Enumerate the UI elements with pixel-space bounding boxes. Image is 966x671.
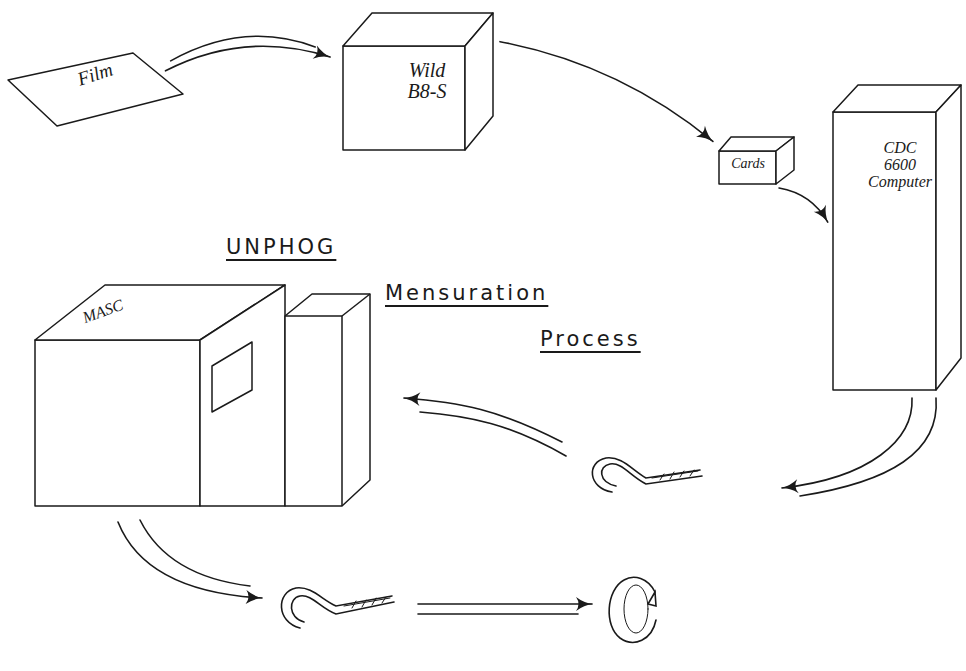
flow-arrow (779, 188, 828, 222)
flow-arrow (140, 520, 250, 586)
flow-arrow (782, 398, 912, 488)
node-label: CDC 6600 Computer (866, 140, 934, 190)
film-sheet: Film (5, 50, 187, 130)
tape-reel-strip (281, 588, 394, 628)
flow-arrow-line (166, 46, 331, 71)
flow-arrow (418, 613, 578, 615)
flow-arrow (166, 36, 331, 71)
flow-arrow-line (500, 42, 713, 142)
flow-arrow (418, 603, 592, 605)
flow-arrow (420, 412, 566, 456)
node-label: Cards (722, 157, 774, 172)
node-outline (30, 270, 375, 510)
flow-arrow-line (171, 36, 316, 61)
instrument-box: Wild B8-S (340, 10, 496, 154)
flow-arrow (800, 398, 936, 496)
tape-reel-strip (592, 458, 702, 492)
card-deck: Cards (716, 134, 798, 188)
tape-reel (609, 577, 656, 642)
flow-arrow (500, 42, 713, 142)
flow-arrow (404, 398, 562, 442)
node-outline (830, 82, 964, 394)
node-outline (5, 50, 187, 130)
node-label: Wild B8-S (392, 60, 462, 102)
computer-cabinet: CDC 6600 Computer (830, 82, 964, 394)
masc-machine: MASC (30, 270, 375, 510)
flow-arrow (118, 522, 262, 598)
flow-arrow-line (779, 188, 828, 222)
